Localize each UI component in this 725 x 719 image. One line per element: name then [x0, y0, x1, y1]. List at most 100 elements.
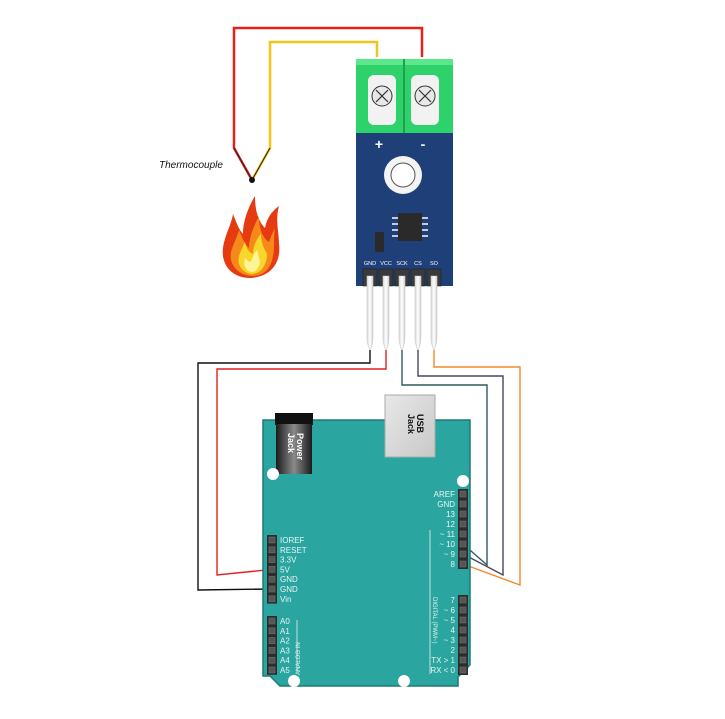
pin-label: AREF [434, 490, 455, 499]
thermocouple-junction [249, 177, 255, 183]
header-pin[interactable] [459, 530, 467, 538]
header-pin[interactable] [268, 666, 276, 674]
capacitor [375, 232, 384, 252]
module-pin-sck[interactable] [398, 275, 406, 351]
header-pin[interactable] [268, 627, 276, 635]
header-pin[interactable] [268, 647, 276, 654]
header-pin[interactable] [459, 500, 467, 508]
header-pin[interactable] [459, 666, 467, 674]
header-pin[interactable] [459, 646, 467, 654]
analog-header [267, 616, 277, 675]
pin-label: TX > 1 [431, 656, 455, 665]
pin-label: RESET [280, 546, 307, 555]
header-pin[interactable] [459, 596, 467, 604]
module-pin-label: SO [430, 261, 439, 267]
thermocouple-lead-right [251, 147, 271, 181]
pin-label: ~ 9 [444, 550, 456, 559]
header-pin[interactable] [459, 550, 467, 558]
module-board [356, 130, 453, 286]
thermocouple-lead-left [233, 147, 253, 181]
power-jack[interactable]: Power Jack [275, 413, 313, 474]
pin-label: 2 [451, 646, 456, 655]
pin-label: 4 [451, 626, 456, 635]
pin-label: ~ 11 [440, 530, 456, 539]
arduino-board [262, 419, 471, 687]
power-jack-label: Power Jack [286, 433, 305, 463]
thermocouple: Thermocouple [159, 26, 424, 183]
pin-label: A3 [280, 646, 290, 655]
header-pin[interactable] [268, 575, 276, 583]
pin-label: A0 [280, 617, 290, 626]
header-pin[interactable] [268, 595, 276, 603]
pin-label: Vin [280, 595, 291, 604]
digital-bottom-header [458, 595, 468, 675]
header-pin[interactable] [268, 546, 276, 554]
wire-sck-to-10 [401, 350, 488, 567]
thermocouple-label: Thermocouple [159, 160, 223, 171]
analog-in-label: ANALOG IN [296, 642, 302, 675]
pin-label: ~ 5 [444, 616, 456, 625]
mounting-hole [457, 475, 469, 487]
header-pin[interactable] [459, 540, 467, 548]
pin-label: GND [437, 500, 455, 509]
pin-label: ~ 10 [439, 540, 455, 549]
header-pin[interactable] [459, 560, 467, 568]
pin-label: A2 [280, 637, 290, 646]
module-pin-so[interactable] [430, 275, 438, 351]
pin-label: 13 [446, 510, 455, 519]
header-pin[interactable] [459, 510, 467, 518]
header-pin[interactable] [459, 616, 467, 624]
header-pin[interactable] [459, 636, 467, 644]
header-pin[interactable] [459, 520, 467, 528]
pin-label: ~ 3 [444, 636, 456, 645]
module-pin-cs[interactable] [414, 275, 422, 351]
max6675-chip [392, 213, 428, 241]
pin-label: A4 [280, 656, 290, 665]
terminal-plus-label: + [375, 136, 383, 152]
header-pin[interactable] [268, 585, 276, 593]
module-pin-vcc[interactable] [382, 275, 390, 351]
header-pin[interactable] [268, 637, 276, 644]
module-pin-gnd[interactable] [366, 275, 374, 351]
pin-label: GND [280, 585, 298, 594]
arduino-uno: Power Jack USB Jack IOREFRESET3.3V5VGNDG… [262, 394, 471, 687]
header-pin[interactable] [459, 626, 467, 634]
header-pin[interactable] [268, 556, 276, 563]
header-pin[interactable] [459, 490, 467, 498]
pin-label: 3.3V [280, 556, 297, 565]
header-pin[interactable] [459, 606, 467, 614]
screw-terminal-negative[interactable] [411, 75, 439, 125]
pin-label: IOREF [280, 536, 305, 545]
module-pin-label: SCK [396, 261, 408, 267]
pin-label: A5 [280, 666, 290, 675]
module-pin-label: GND [364, 261, 376, 267]
wire-so-to-8 [433, 350, 521, 587]
pin-label: 7 [451, 596, 456, 605]
mounting-hole [398, 675, 410, 687]
header-pin[interactable] [268, 617, 276, 625]
pin-label: GND [280, 575, 298, 584]
mounting-hole [288, 675, 300, 687]
module-pin-label: CS [414, 261, 422, 267]
wire-gnd-to-gnd [197, 350, 371, 591]
flame-icon [222, 196, 280, 278]
pin-label: 12 [446, 520, 455, 529]
header-pin[interactable] [268, 656, 276, 664]
pin-label: 8 [451, 560, 456, 569]
header-pin[interactable] [268, 536, 276, 544]
pin-label: 5V [280, 565, 290, 574]
pin-label: A1 [280, 627, 290, 636]
header-pin[interactable] [268, 566, 276, 573]
wire-vcc-to-5v [216, 350, 387, 576]
pin-label: RX < 0 [430, 666, 455, 675]
mounting-hole [267, 468, 279, 480]
terminal-minus-label: - [421, 136, 426, 152]
usb-jack[interactable]: USB Jack [384, 394, 436, 458]
header-pin[interactable] [459, 656, 467, 664]
pin-label: ~ 6 [444, 606, 456, 615]
digital-top-header [458, 489, 468, 569]
connection-wires [197, 350, 521, 591]
screw-terminal-positive[interactable] [368, 75, 396, 125]
